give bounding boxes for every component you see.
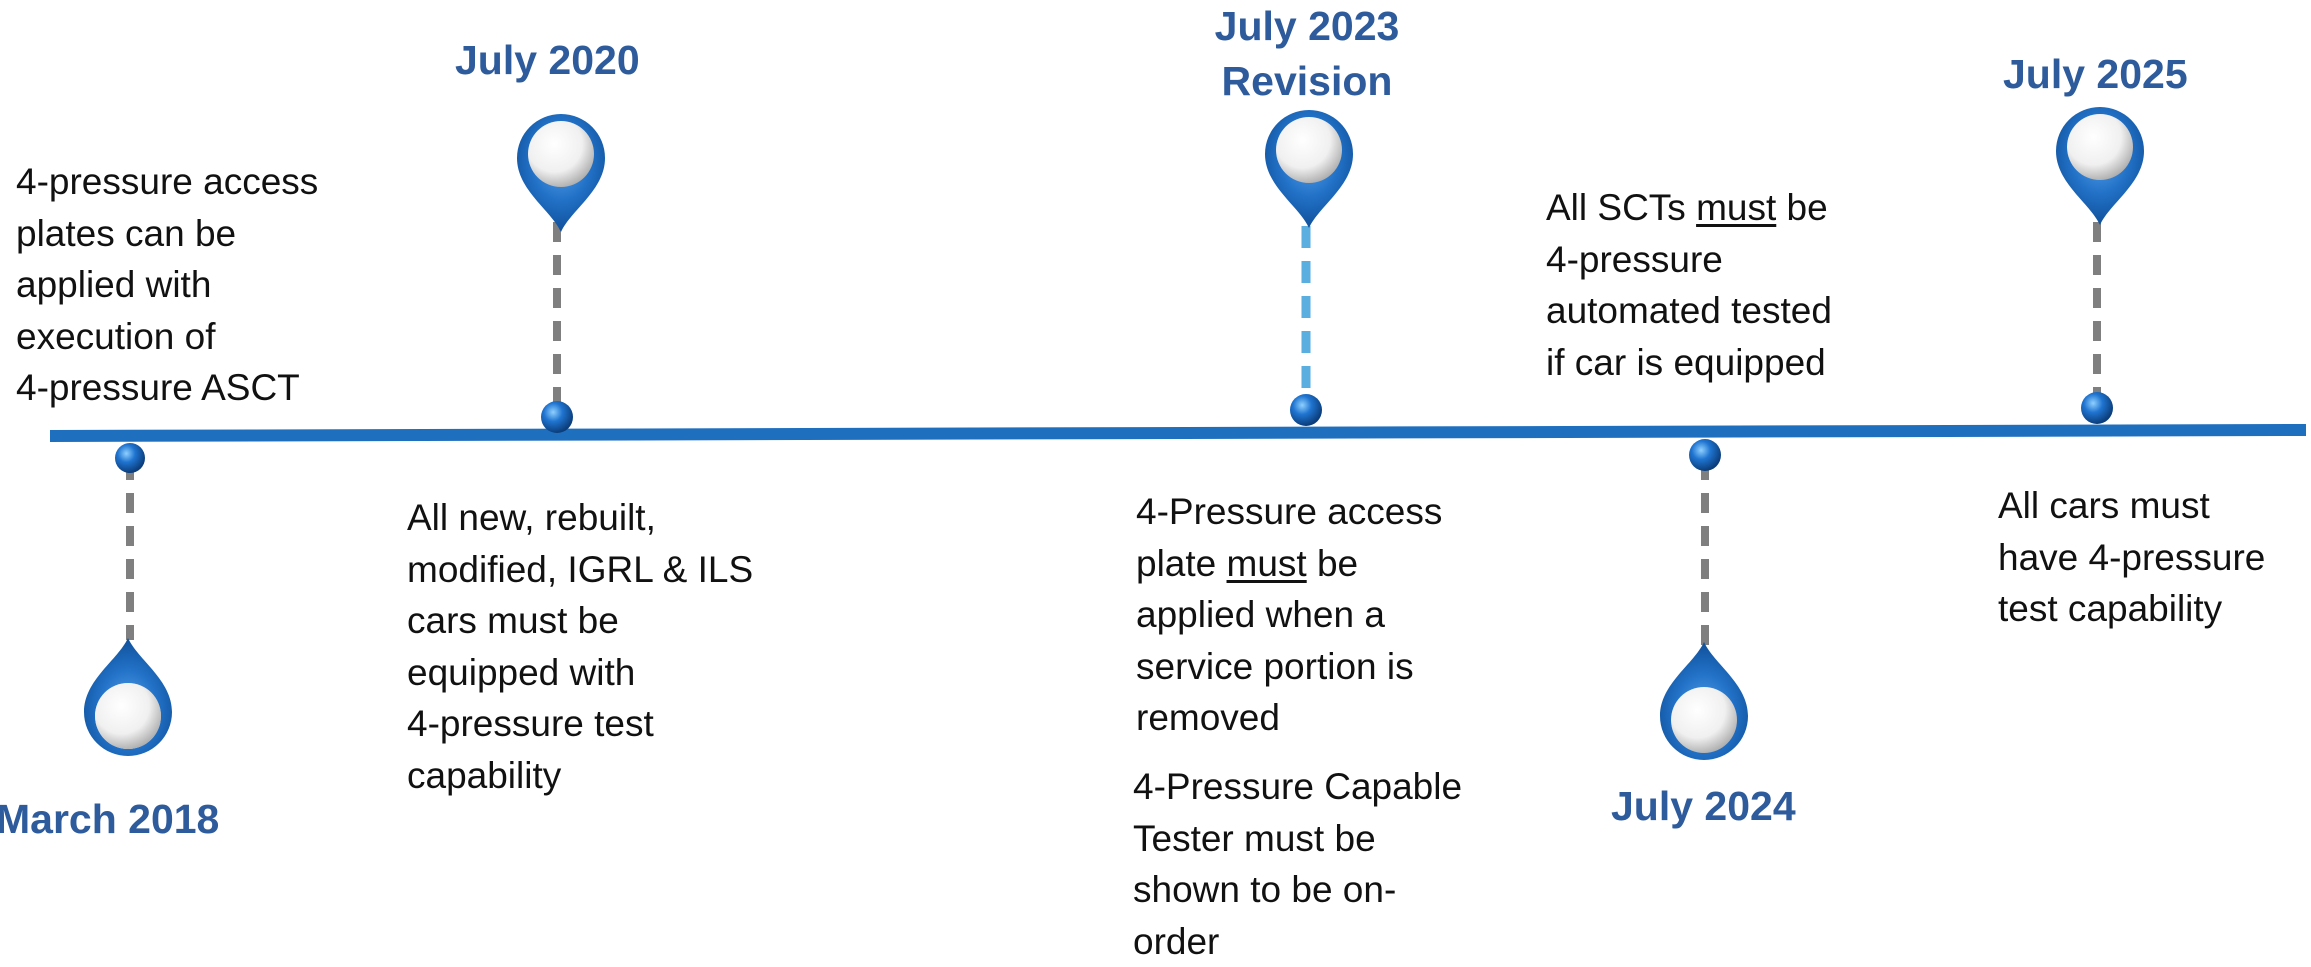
- milestone-description-july-2023-tester: 4-Pressure Capable Tester must be shown …: [1133, 761, 1462, 967]
- milestone-date-july-2023: July 2023 Revision: [1207, 0, 1407, 109]
- emphasis-underline: must: [1227, 543, 1307, 584]
- description-line: 4-pressure: [1546, 234, 1832, 286]
- description-line: 4-Pressure Capable: [1133, 761, 1462, 813]
- timeline-node-icon: [1290, 394, 1322, 426]
- description-line: have 4-pressure: [1998, 532, 2265, 584]
- description-line: applied with: [16, 259, 318, 311]
- milestone-date-july-2025: July 2025: [2003, 47, 2188, 102]
- description-line: if car is equipped: [1546, 337, 1832, 389]
- description-line: shown to be on-: [1133, 864, 1462, 916]
- description-line: applied when a: [1136, 589, 1442, 641]
- description-line: 4-pressure ASCT: [16, 362, 318, 414]
- description-line: service portion is: [1136, 641, 1442, 693]
- description-line: 4-pressure test: [407, 698, 753, 750]
- description-line: Tester must be: [1133, 813, 1462, 865]
- description-line: automated tested: [1546, 285, 1832, 337]
- description-line: All new, rebuilt,: [407, 492, 753, 544]
- description-line: 4-pressure access: [16, 156, 318, 208]
- timeline-node-icon: [2081, 392, 2113, 424]
- milestone-description-march-2018: 4-pressure access plates can be applied …: [16, 156, 318, 414]
- description-line: plate must be: [1136, 538, 1442, 590]
- description-line: equipped with: [407, 647, 753, 699]
- map-pin-icon: [2056, 107, 2144, 225]
- description-line: cars must be: [407, 595, 753, 647]
- timeline-node-icon: [1689, 439, 1721, 471]
- description-line: All SCTs must be: [1546, 182, 1832, 234]
- description-line: plates can be: [16, 208, 318, 260]
- timeline-bar: [50, 430, 2306, 436]
- description-line: All cars must: [1998, 480, 2265, 532]
- timeline-node-icon: [115, 443, 145, 473]
- description-line: modified, IGRL & ILS: [407, 544, 753, 596]
- description-line: capability: [407, 750, 753, 802]
- milestone-date-july-2020: July 2020: [455, 33, 640, 88]
- milestone-description-july-2023: 4-Pressure access plate must be applied …: [1136, 486, 1442, 744]
- milestone-date-line: July 2023: [1207, 0, 1407, 54]
- description-line: execution of: [16, 311, 318, 363]
- milestone-description-july-2020: All new, rebuilt, modified, IGRL & ILS c…: [407, 492, 753, 801]
- description-line: order: [1133, 916, 1462, 967]
- milestone-description-july-2024: All SCTs must be 4-pressure automated te…: [1546, 182, 1832, 388]
- description-line: 4-Pressure access: [1136, 486, 1442, 538]
- milestone-date-line: Revision: [1207, 54, 1407, 109]
- emphasis-underline: must: [1696, 187, 1776, 228]
- milestone-date-march-2018: March 2018: [0, 792, 219, 847]
- map-pin-icon: [1265, 110, 1353, 228]
- timeline-node-icon: [541, 401, 573, 433]
- description-line: removed: [1136, 692, 1442, 744]
- milestone-description-july-2025: All cars must have 4-pressure test capab…: [1998, 480, 2265, 635]
- milestone-date-july-2024: July 2024: [1611, 779, 1796, 834]
- description-line: test capability: [1998, 583, 2265, 635]
- map-pin-icon: [517, 114, 605, 232]
